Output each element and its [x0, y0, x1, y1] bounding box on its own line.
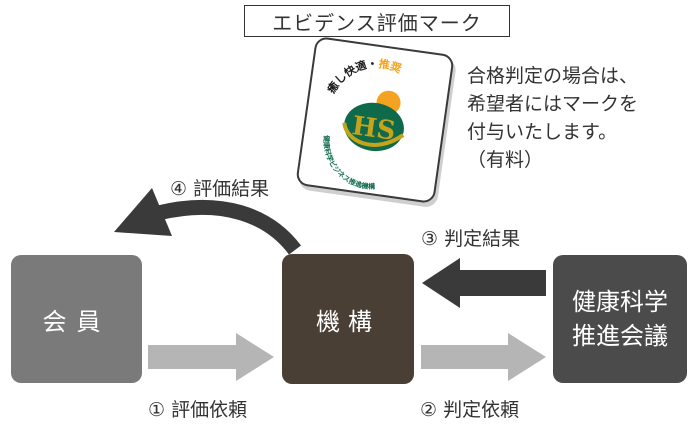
organization-label: 機構 — [316, 307, 380, 336]
arrow-judgment-result — [422, 258, 546, 308]
council-node: 健康科学 推進会議 — [553, 255, 687, 383]
logo-text: HS — [350, 111, 397, 147]
note-line: 希望者にはマークを — [467, 93, 639, 115]
council-label-line1: 健康科学 — [572, 288, 668, 316]
member-label: 会員 — [42, 307, 111, 336]
evidence-mark-title: エビデンス評価マーク — [244, 5, 510, 37]
member-node: 会員 — [11, 255, 142, 383]
note-line: 付与いたします。 — [467, 121, 618, 143]
curved-arrow-head — [114, 188, 172, 236]
note-line: （有料） — [467, 149, 544, 171]
arrow-evaluation-request — [148, 333, 274, 381]
note-line: 合格判定の場合は、 — [467, 65, 639, 87]
step-2-label: ② 判定依頼 — [420, 399, 520, 421]
step-1-label: ① 評価依頼 — [148, 399, 248, 421]
step-3-label: ③ 判定結果 — [421, 228, 521, 250]
step-4-label: ④ 評価結果 — [170, 178, 270, 200]
gold-swirl-icon — [342, 122, 405, 147]
green-blob-icon — [344, 102, 404, 152]
council-label-line2: 推進会議 — [572, 322, 668, 350]
curved-arrow-evaluation-result — [156, 199, 301, 255]
mark-note: 合格判定の場合は、 希望者にはマークを 付与いたします。 （有料） — [467, 62, 687, 174]
organization-node: 機構 — [282, 254, 414, 384]
evidence-mark-badge: 癒し快適・推奨 健康科学ビジネス推進機構 HS — [295, 35, 455, 205]
arrow-judgment-request — [421, 333, 546, 381]
hs-logo-icon: 癒し快適・推奨 健康科学ビジネス推進機構 HS — [315, 50, 405, 191]
